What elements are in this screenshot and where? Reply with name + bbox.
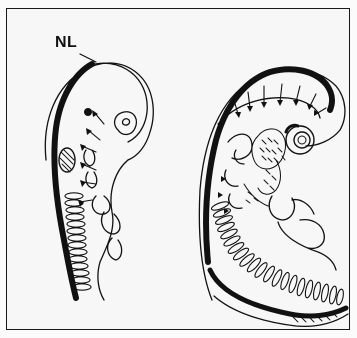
right-outer-outline [199,69,345,300]
right-mesenchyme-stipple [244,129,285,206]
right-limb-bud [300,220,324,249]
left-embryo [45,54,153,300]
neural-line-label: NL [55,34,77,52]
left-pharyngeal-arches [84,150,122,260]
left-otic-vesicle [59,148,75,172]
right-ventral-body [278,222,336,270]
right-eye [286,125,314,154]
left-small-vesicle [84,108,92,116]
left-ventral-outline [98,160,128,300]
right-embryo [199,69,348,326]
left-eye [115,112,137,135]
right-tail-neural-line [210,270,346,316]
right-pharyngeal-arches [225,134,314,220]
nl-leader-line [80,54,96,62]
